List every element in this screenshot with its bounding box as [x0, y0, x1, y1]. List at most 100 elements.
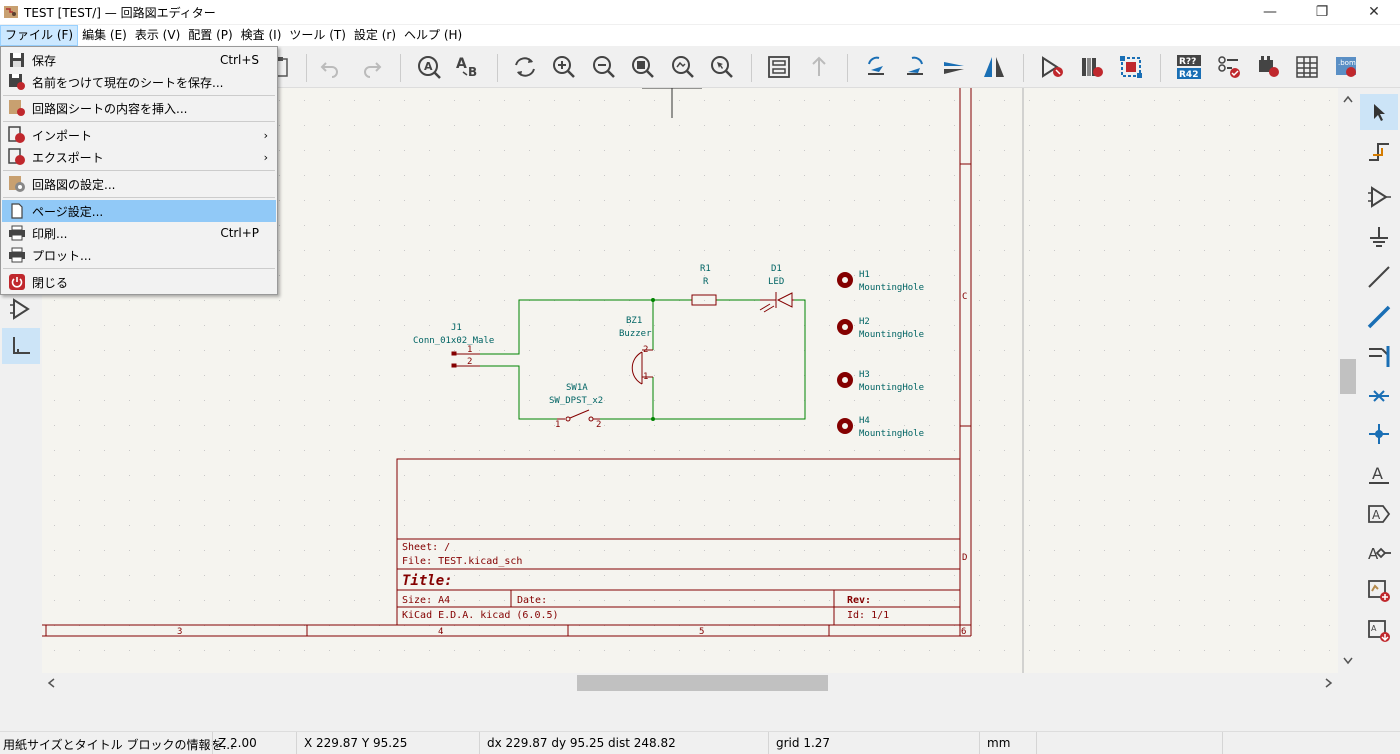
zoom-in-icon[interactable] [548, 51, 580, 83]
add-power-icon[interactable] [1360, 219, 1398, 255]
menu-item-label: 回路図の設定... [32, 177, 116, 192]
menu-item-insert-sheet[interactable]: 回路図シートの内容を挿入... [2, 97, 276, 119]
menu-item-schematic-settings[interactable]: 回路図の設定... [2, 173, 276, 195]
zoom-objects-icon[interactable] [667, 51, 699, 83]
print-icon [6, 224, 28, 242]
tb-file: File: TEST.kicad_sch [402, 556, 522, 567]
add-hier-label-icon[interactable]: A [1360, 535, 1398, 571]
menu-item-page-settings[interactable]: ページ設定... [2, 200, 276, 222]
svg-text:A: A [1371, 624, 1377, 633]
zoom-fit-icon[interactable] [627, 51, 659, 83]
select-cursor-icon[interactable] [1360, 94, 1398, 130]
status-message: 用紙サイズとタイトル ブロックの情報を... [3, 738, 234, 752]
mirror-vertical-icon[interactable] [938, 51, 970, 83]
svg-text:A: A [1368, 545, 1379, 563]
menu-file[interactable]: ファイル (F) [0, 25, 79, 46]
border-label-5: 5 [699, 627, 704, 637]
tb-rev: Rev: [847, 595, 871, 606]
redo-icon[interactable] [356, 51, 388, 83]
minimize-button[interactable]: — [1263, 4, 1277, 20]
status-delta: dx 229.87 dy 95.25 dist 248.82 [487, 736, 676, 750]
hierarchy-navigator-icon[interactable] [763, 51, 795, 83]
add-wire-icon[interactable] [1360, 259, 1398, 295]
symbol-library-icon[interactable] [1076, 51, 1108, 83]
add-bus-icon[interactable] [1360, 299, 1398, 335]
insert-sheet-icon [6, 99, 28, 117]
add-label-icon[interactable]: A [1360, 456, 1398, 492]
sw1-value: SW_DPST_x2 [549, 396, 603, 406]
add-global-label-icon[interactable]: A [1360, 496, 1398, 532]
horizontal-scrollbar[interactable] [42, 673, 1338, 693]
bom-table-icon[interactable] [1291, 51, 1323, 83]
mirror-horizontal-icon[interactable] [978, 51, 1010, 83]
menu-item-label: プロット... [32, 248, 92, 263]
menu-item-label: インポート [32, 128, 93, 143]
add-symbol-icon[interactable] [1360, 179, 1398, 215]
maximize-button[interactable]: ❐ [1315, 4, 1329, 20]
menu-item-print[interactable]: 印刷... Ctrl+P [2, 222, 276, 244]
menu-item-save[interactable]: 保存 Ctrl+S [2, 49, 276, 71]
d1-value: LED [768, 277, 784, 287]
border-label-d: D [962, 553, 967, 563]
find-icon[interactable]: A [413, 51, 445, 83]
save-icon [6, 51, 28, 69]
annotate-icon[interactable]: R??R42 [1173, 51, 1205, 83]
h3-value: MountingHole [859, 383, 924, 393]
assign-footprints-icon[interactable] [1252, 51, 1284, 83]
import-sheet-pin-icon[interactable]: A [1360, 613, 1398, 649]
close-button[interactable]: ✕ [1368, 4, 1380, 20]
leave-sheet-icon[interactable] [803, 51, 835, 83]
sw1-pin1: 1 [555, 420, 560, 430]
menu-item-plot[interactable]: プロット... [2, 244, 276, 266]
menu-item-shortcut: Ctrl+S [219, 53, 259, 67]
menu-preferences[interactable]: 設定 (r) [353, 28, 397, 42]
status-bar: 用紙サイズとタイトル ブロックの情報を... Z 2.00 X 229.87 Y… [0, 731, 1400, 754]
window-title: TEST [TEST/] — 回路図エディター [24, 5, 216, 20]
menu-item-save-as[interactable]: 名前をつけて現在のシートを保存... [2, 71, 276, 93]
vertical-scrollbar[interactable] [1338, 88, 1358, 673]
menu-item-close[interactable]: 閉じる [2, 271, 276, 293]
menu-place[interactable]: 配置 (P) [188, 28, 233, 42]
footprint-assign-icon[interactable] [1115, 51, 1147, 83]
rotate-ccw-icon[interactable] [860, 51, 892, 83]
status-cursor-xy: X 229.87 Y 95.25 [304, 736, 408, 750]
j1-pin2: 2 [467, 357, 472, 367]
menu-inspect[interactable]: 検査 (I) [240, 28, 282, 42]
undo-icon[interactable] [314, 51, 346, 83]
menu-item-import[interactable]: インポート › [2, 124, 276, 146]
hidden-pins-icon[interactable] [2, 291, 40, 327]
svg-text:R??: R?? [1179, 57, 1196, 67]
menu-item-export[interactable]: エクスポート › [2, 146, 276, 168]
submenu-arrow-icon: › [263, 150, 268, 164]
zoom-out-icon[interactable] [588, 51, 620, 83]
import-icon [6, 126, 28, 144]
refresh-icon[interactable] [509, 51, 541, 83]
page-settings-icon [6, 202, 28, 220]
tb-size: Size: A4 [402, 595, 450, 606]
border-label-3: 3 [177, 627, 182, 637]
tb-sheet: Sheet: / [402, 542, 450, 553]
menu-item-label: 閉じる [32, 275, 69, 290]
erc-icon[interactable] [1213, 51, 1245, 83]
line-mode-icon[interactable] [2, 328, 40, 364]
h4-value: MountingHole [859, 429, 924, 439]
zoom-selection-icon[interactable] [706, 51, 738, 83]
add-junction-icon[interactable] [1360, 416, 1398, 452]
wire-to-bus-entry-icon[interactable] [1360, 338, 1398, 374]
h1-reference: H1 [859, 270, 870, 280]
r1-value: R [703, 277, 709, 287]
highlight-net-icon[interactable] [1360, 133, 1398, 169]
menu-tools[interactable]: ツール (T) [289, 28, 346, 42]
bom-export-icon[interactable]: .bom [1330, 51, 1362, 83]
menu-edit[interactable]: 編集 (E) [82, 28, 127, 42]
schematic-canvas[interactable]: J1 Conn_01x02_Male 1 2 BZ1 Buzzer 2 1 SW… [42, 88, 1338, 673]
rotate-cw-icon[interactable] [899, 51, 931, 83]
menu-view[interactable]: 表示 (V) [134, 28, 181, 42]
no-connect-icon[interactable] [1360, 378, 1398, 414]
add-hier-sheet-icon[interactable] [1360, 573, 1398, 609]
sw1-reference: SW1A [566, 383, 588, 393]
svg-text:.bom: .bom [1338, 59, 1356, 67]
symbol-editor-icon[interactable] [1036, 51, 1068, 83]
menu-help[interactable]: ヘルプ (H) [404, 28, 463, 42]
